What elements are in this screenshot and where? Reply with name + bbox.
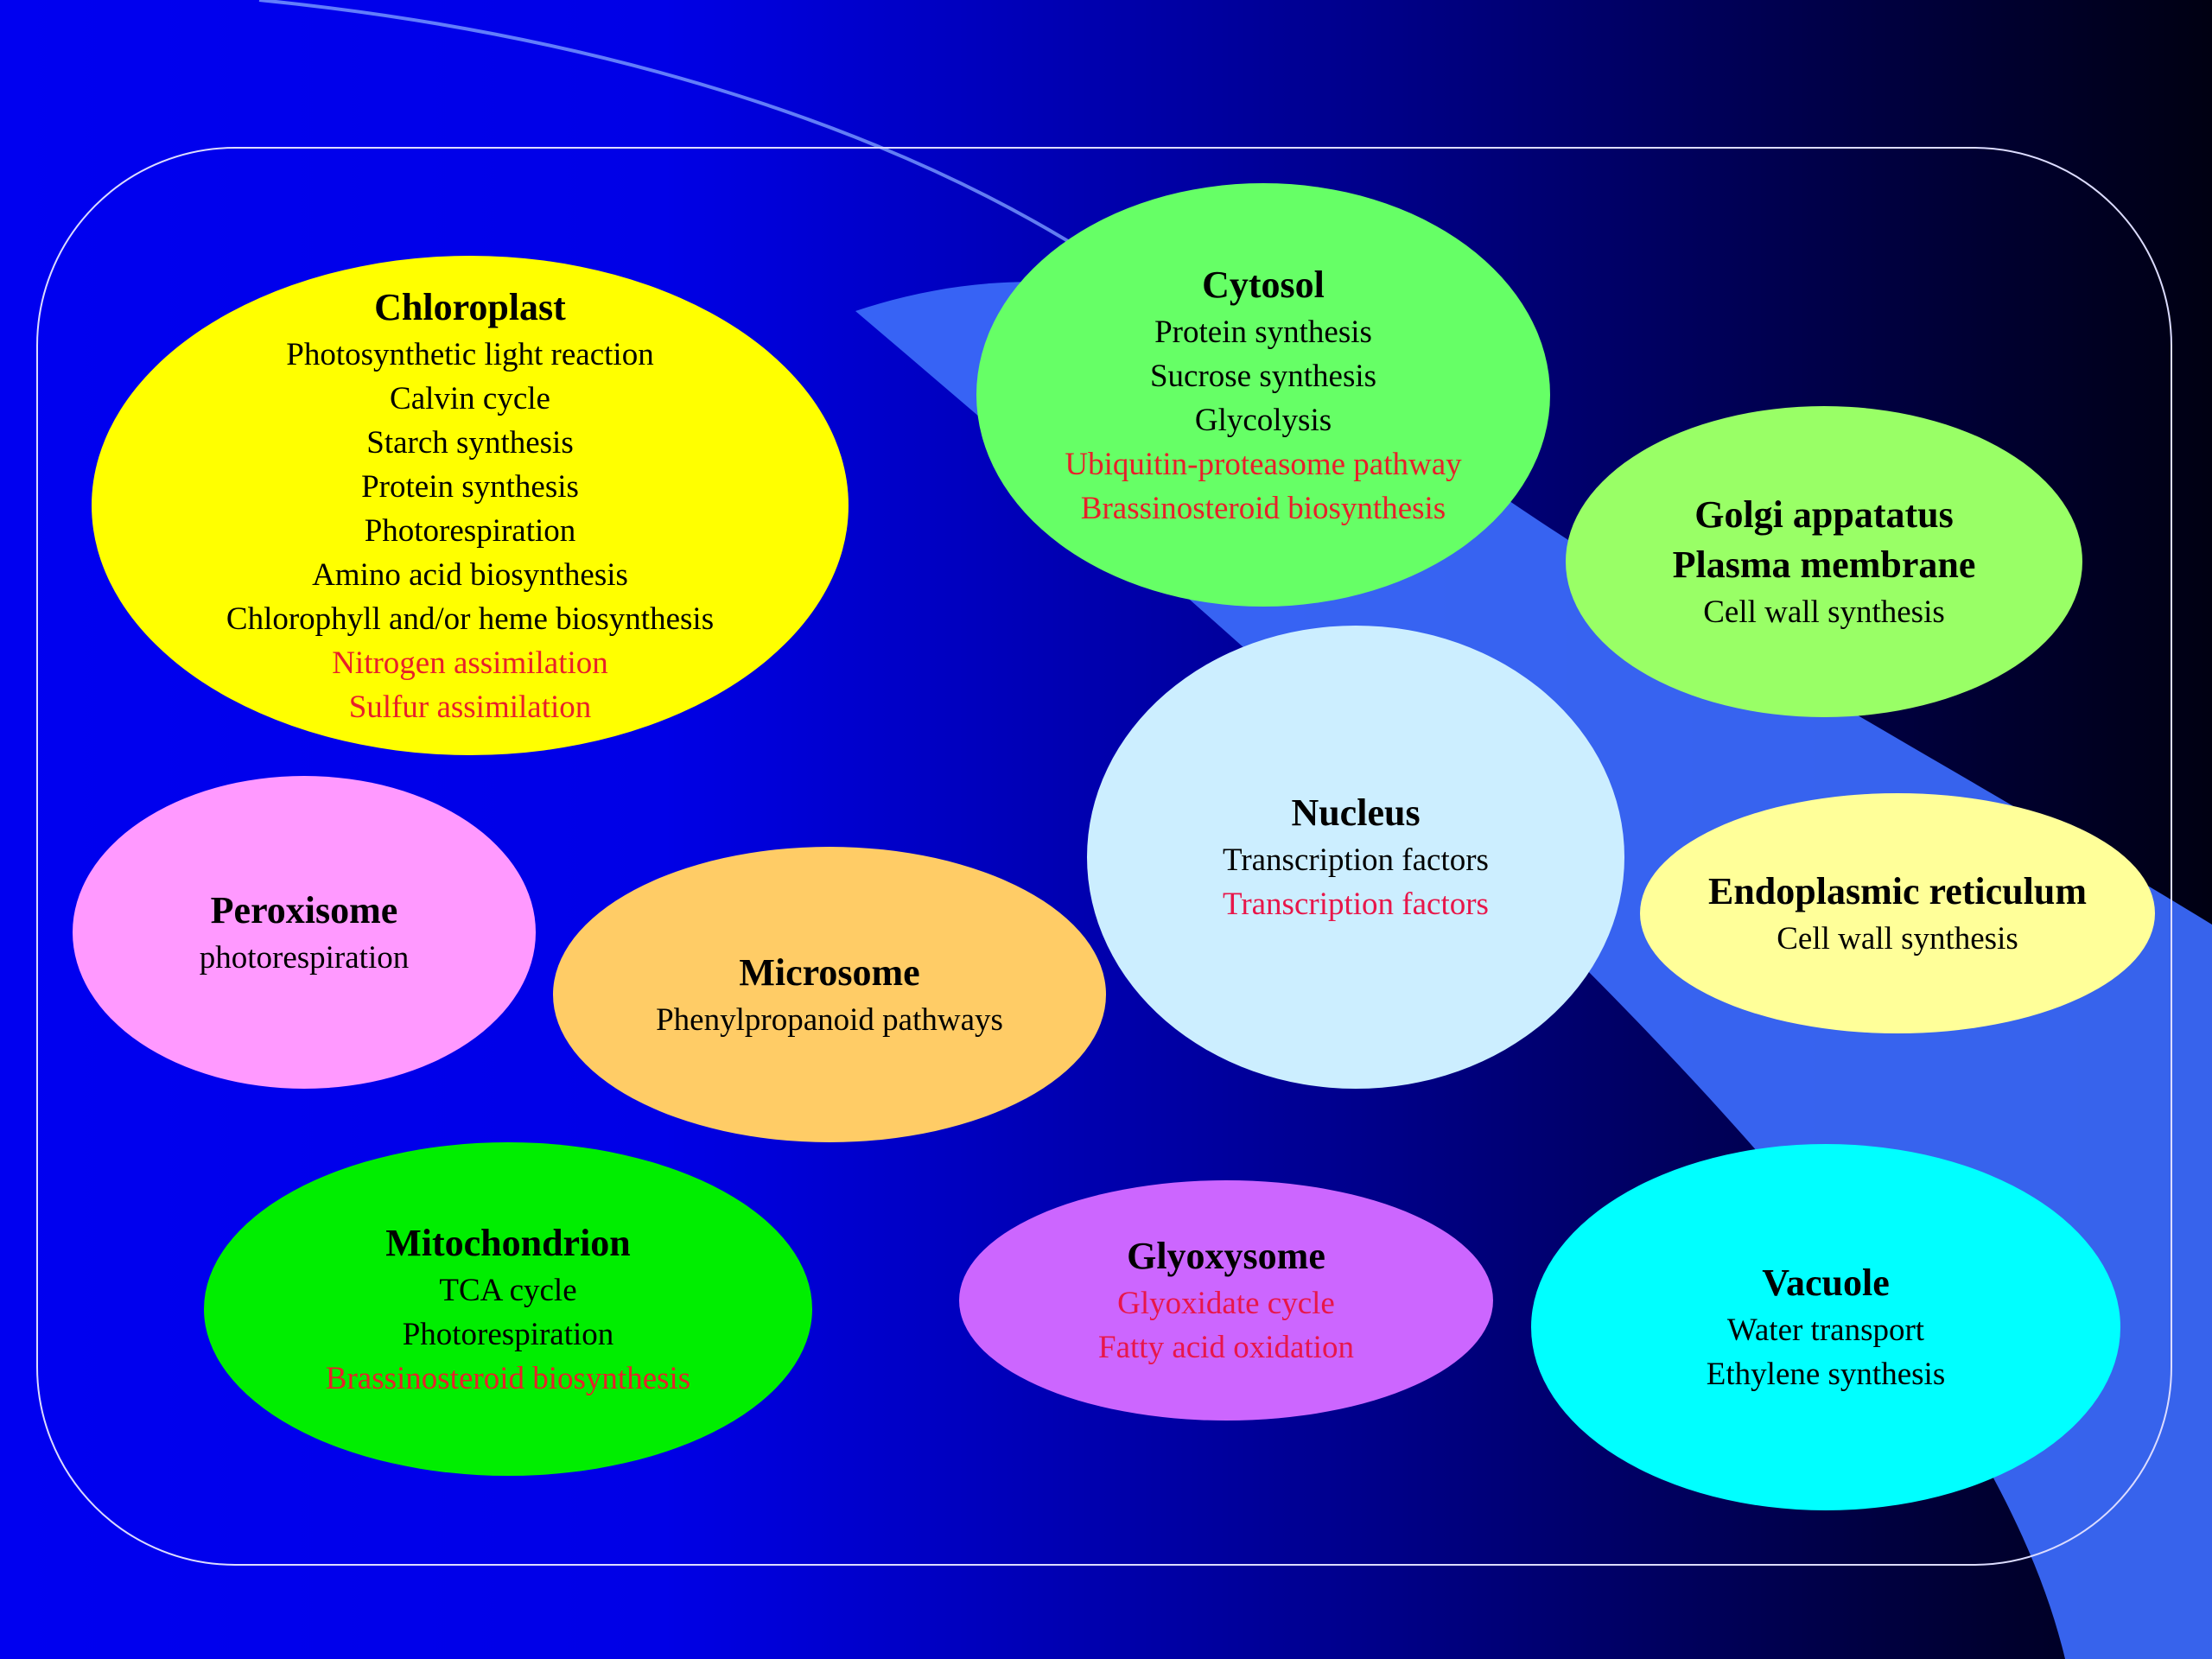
endoplasmic-reticulum-function: Cell wall synthesis: [1777, 920, 2018, 957]
golgi-title: Golgi appatatus: [1694, 493, 1954, 536]
peroxisome-function: photorespiration: [199, 939, 410, 976]
golgi-function: Cell wall synthesis: [1703, 594, 1945, 630]
mitochondrion-title: Mitochondrion: [385, 1221, 631, 1264]
microsome-title: Microsome: [739, 950, 920, 994]
organelle-peroxisome: Peroxisome photorespiration: [73, 776, 536, 1089]
peroxisome-title: Peroxisome: [210, 888, 398, 931]
endoplasmic-reticulum-title: Endoplasmic reticulum: [1707, 869, 2087, 912]
glyoxysome-function: Fatty acid oxidation: [1098, 1330, 1354, 1365]
nucleus-function: Transcription factors: [1223, 842, 1489, 878]
golgi-title: Plasma membrane: [1672, 543, 1976, 586]
chloroplast-function: Starch synthesis: [366, 424, 574, 461]
cytosol-function: Sucrose synthesis: [1149, 358, 1377, 394]
nucleus-title: Nucleus: [1291, 791, 1421, 834]
chloroplast-function: Protein synthesis: [361, 468, 579, 505]
mitochondrion-function: TCA cycle: [439, 1272, 577, 1308]
nucleus-function: Transcription factors: [1223, 887, 1489, 922]
chloroplast-function: Chlorophyll and/or heme biosynthesis: [226, 601, 715, 637]
cell-boundary: [36, 147, 2172, 1566]
cytosol-function: Protein synthesis: [1154, 314, 1372, 350]
vacuole-function: Water transport: [1726, 1313, 1925, 1348]
cytosol-function: Glycolysis: [1194, 402, 1332, 438]
cytosol-title: Cytosol: [1202, 263, 1325, 306]
chloroplast-title: Chloroplast: [374, 285, 566, 328]
mitochondrion-function: Brassinosteroid biosynthesis: [325, 1360, 691, 1396]
chloroplast-function: Photorespiration: [364, 512, 576, 549]
swoosh-thin-line: [258, 0, 1125, 278]
vacuole-title: Vacuole: [1762, 1262, 1890, 1304]
chloroplast-function: Nitrogen assimilation: [332, 645, 608, 681]
chloroplast-function: Amino acid biosynthesis: [312, 556, 628, 593]
chloroplast-function: Photosynthetic light reaction: [286, 336, 654, 372]
chloroplast-function: Sulfur assimilation: [348, 689, 592, 725]
glyoxysome-function: Glyoxidate cycle: [1117, 1286, 1335, 1321]
microsome-function: Phenylpropanoid pathways: [656, 1001, 1003, 1038]
glyoxysome-title: Glyoxysome: [1127, 1235, 1325, 1277]
chloroplast-function: Calvin cycle: [390, 380, 550, 416]
cytosol-function: Ubiquitin-proteasome pathway: [1065, 446, 1462, 482]
mitochondrion-function: Photorespiration: [402, 1316, 614, 1352]
cytosol-function: Brassinosteroid biosynthesis: [1080, 490, 1446, 526]
vacuole-function: Ethylene synthesis: [1706, 1357, 1946, 1392]
